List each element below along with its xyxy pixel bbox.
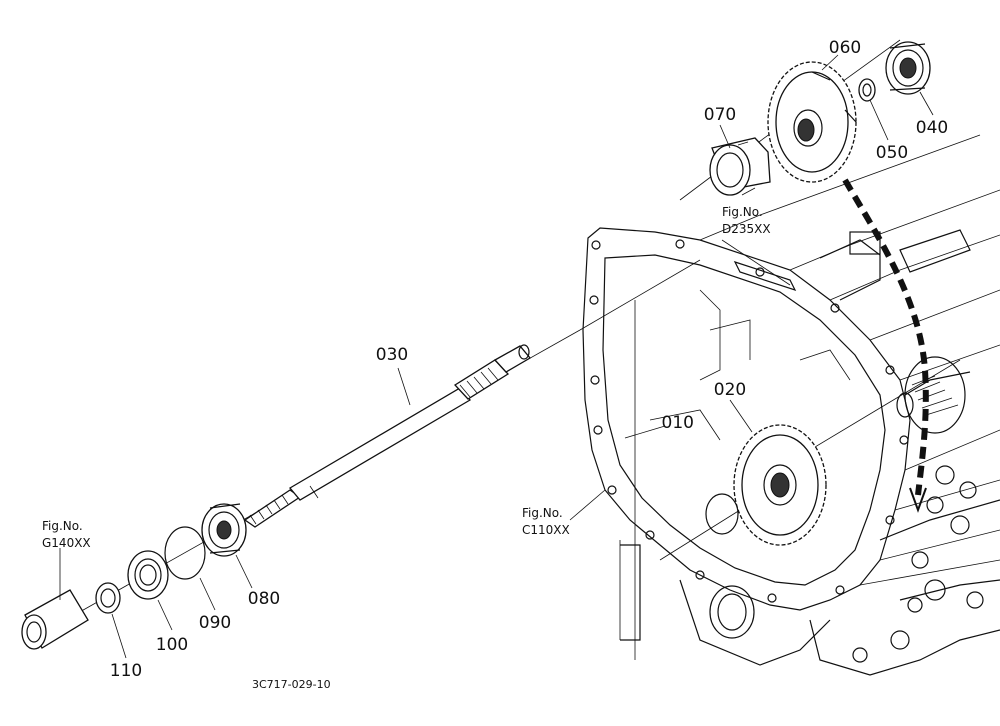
label-050: 050 [876, 143, 908, 163]
fig-ref-c110xx-line1: Fig.No. [522, 506, 563, 520]
seal-100 [127, 550, 169, 600]
label-020: 020 [714, 380, 746, 400]
bearing-080 [201, 503, 247, 557]
fig-ref-c110xx-line2: C110XX [522, 523, 570, 537]
drawing-code: 3C717-029-10 [252, 678, 331, 691]
label-070: 070 [704, 105, 736, 125]
label-100: 100 [156, 635, 188, 655]
label-110: 110 [110, 661, 142, 681]
bearing-040 [885, 41, 931, 95]
bushing-110 [95, 582, 121, 614]
label-060: 060 [829, 38, 861, 58]
label-010: 010 [662, 413, 694, 433]
label-leaders [59, 54, 934, 659]
label-080: 080 [248, 589, 280, 609]
shaft-030 [243, 344, 531, 528]
assembly-arrow [842, 178, 929, 496]
label-090: 090 [199, 613, 231, 633]
fig-ref-g140xx-line2: G140XX [42, 536, 91, 550]
gear-060 [767, 61, 857, 183]
fig-ref-g140xx-line1: Fig.No. [42, 519, 83, 533]
snap-ring-010 [705, 493, 739, 535]
fig-ref-d235xx-line2: D235XX [722, 222, 771, 236]
washer-050-hole [862, 83, 872, 97]
gear-020 [733, 424, 827, 546]
transmission-housing [582, 134, 1000, 676]
label-030: 030 [376, 345, 408, 365]
collar-070 [709, 137, 771, 196]
coupler-g140xx [21, 589, 89, 650]
label-040: 040 [916, 118, 948, 138]
fig-ref-d235xx-line1: Fig.No. [722, 205, 763, 219]
snap-ring-090 [164, 526, 206, 580]
arrow-head [909, 487, 927, 513]
washer-050 [858, 78, 876, 102]
